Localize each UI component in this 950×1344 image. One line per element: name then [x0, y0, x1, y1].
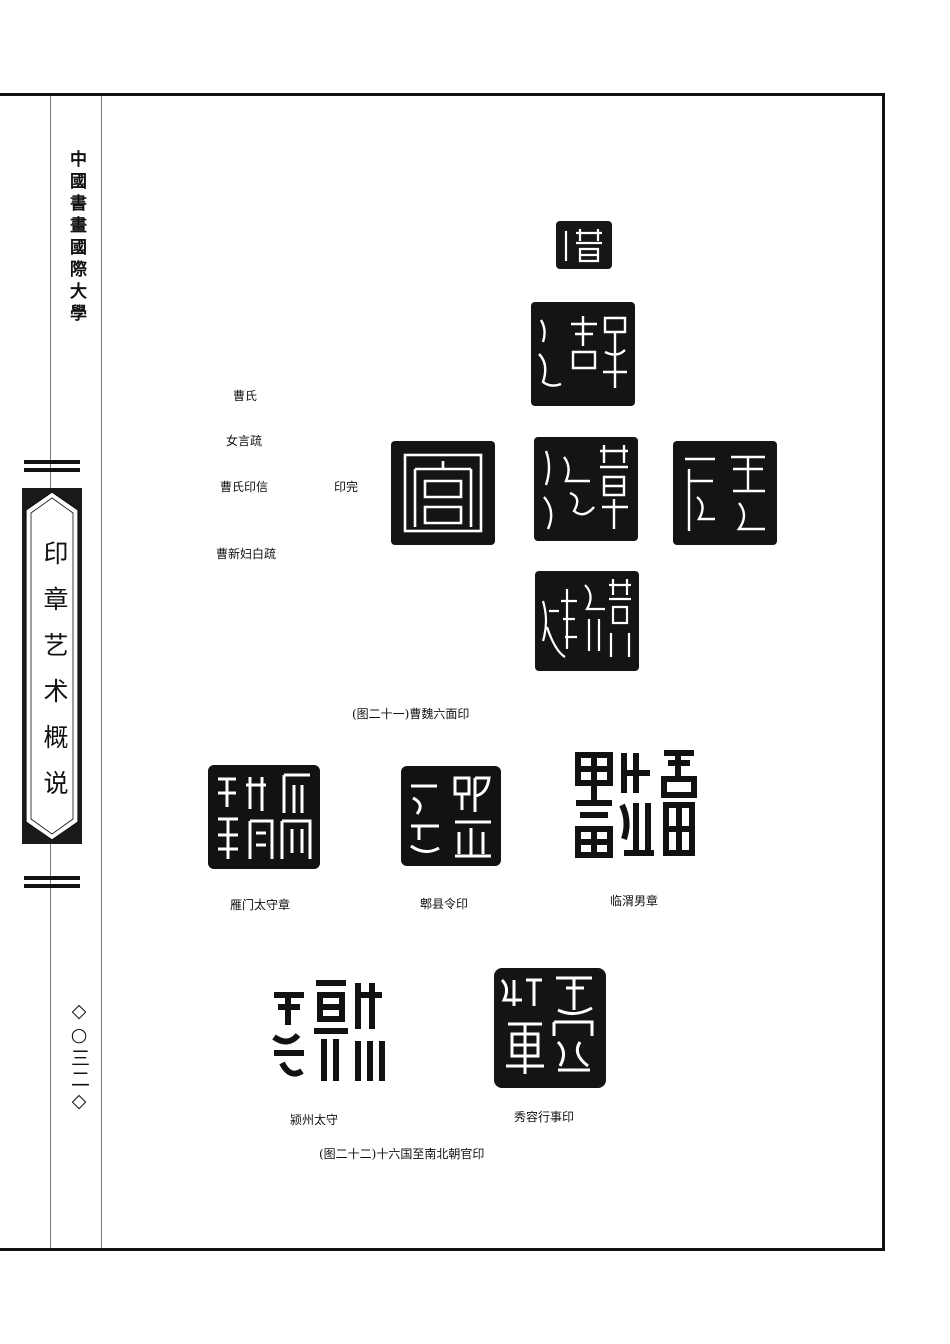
- seal-fig21-top: [556, 221, 612, 269]
- seal-fig21-right: [673, 441, 777, 545]
- caption-fig22: (图二十二)十六国至南北朝官印: [319, 1147, 485, 1161]
- university-name: 中國書畫國際大學: [66, 150, 86, 326]
- label-fig21-bottom: 曹新妇白疏: [216, 547, 277, 561]
- label-fig21-top: 曹氏: [233, 389, 258, 403]
- seal-xiurong: [492, 966, 608, 1090]
- label-yingzhou: 颍州太守: [290, 1113, 339, 1127]
- seal-fig21-upper: [531, 302, 635, 406]
- book-title: 印章艺术概说: [40, 540, 69, 816]
- title-plaque: [22, 488, 82, 844]
- label-fig21-upper: 女言疏: [226, 434, 263, 448]
- caption-fig21: (图二十一)曹魏六面印: [352, 707, 470, 721]
- seal-fig21-left: [391, 441, 495, 545]
- page-number: ◇○三二◇: [68, 1000, 90, 1114]
- label-linwei: 临渭男章: [610, 894, 659, 908]
- page-frame: [0, 93, 885, 1251]
- seal-yanmen: [206, 763, 322, 871]
- label-yanmen: 雁门太守章: [230, 898, 291, 912]
- band-top-2: [24, 468, 80, 472]
- band-bottom-2: [24, 884, 80, 888]
- seal-fig21-bottom: [535, 571, 639, 671]
- label-fig21-center: 曹氏印信: [220, 480, 269, 494]
- seal-fig21-center: [534, 437, 638, 541]
- seal-yingzhou: [268, 975, 390, 1087]
- label-pixian: 郫县令印: [420, 897, 469, 911]
- band-bottom-1: [24, 876, 80, 880]
- label-fig21-left: 印完: [334, 480, 359, 494]
- seal-linwei: [570, 743, 702, 867]
- label-xiurong: 秀容行事印: [514, 1110, 575, 1124]
- seal-pixian: [399, 764, 503, 868]
- sidebar-rule-right: [101, 96, 102, 1248]
- band-top-1: [24, 460, 80, 464]
